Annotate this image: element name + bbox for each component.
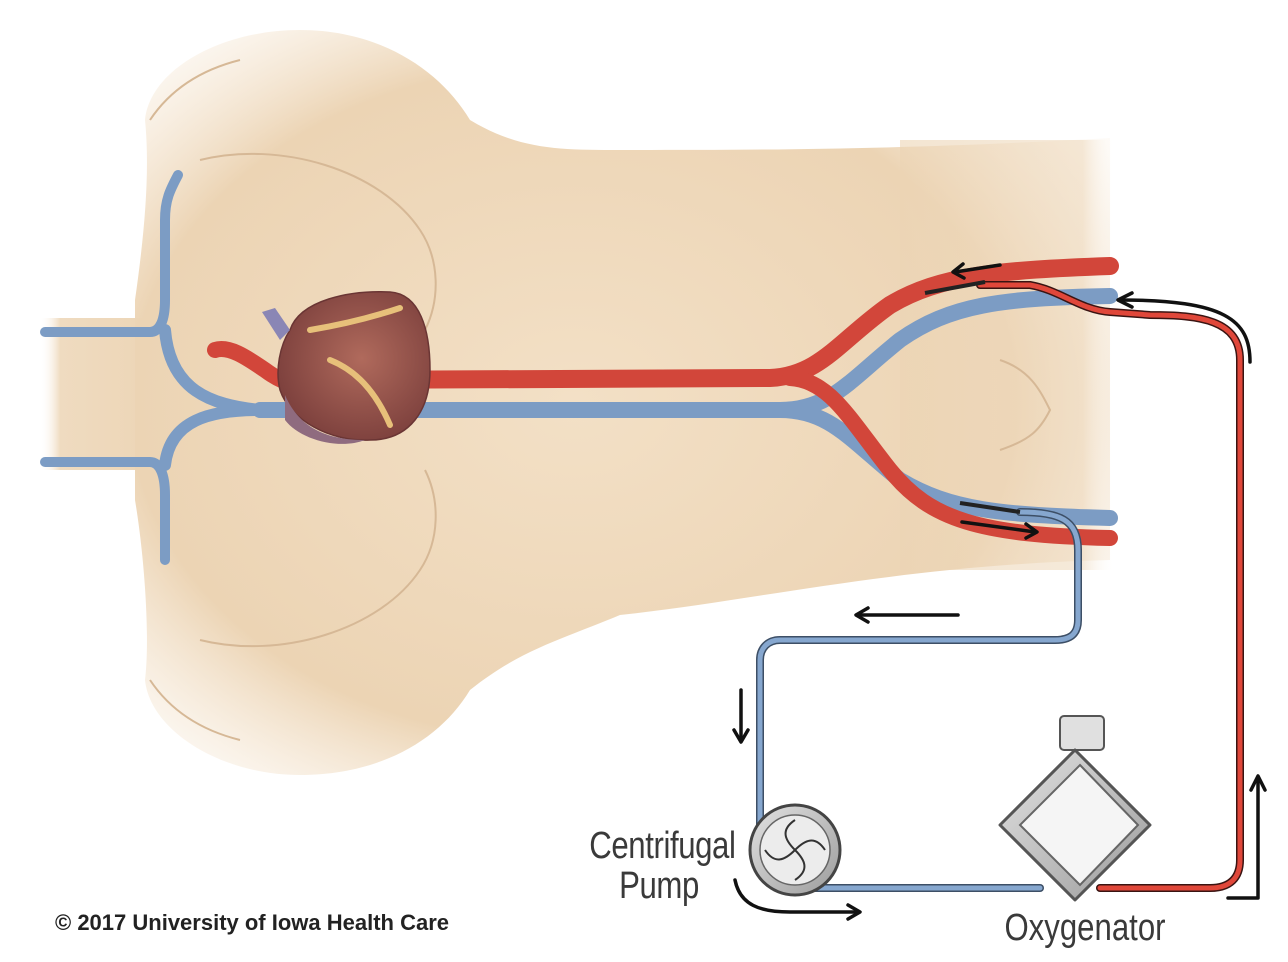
oxygenator-window — [1020, 765, 1138, 885]
centrifugal-pump-label: Centrifugal Pump — [589, 826, 728, 906]
flow-arrow-icon — [856, 608, 958, 622]
oxygenator-top-cap — [1060, 716, 1104, 750]
heart-body — [278, 292, 430, 440]
pump-label-line2: Pump — [589, 866, 728, 906]
copyright-notice: © 2017 University of Iowa Health Care — [55, 910, 449, 936]
pump-label-line1: Centrifugal — [589, 826, 728, 866]
oxygenator-label: Oxygenator — [1003, 908, 1167, 948]
oxygenator-icon — [1000, 716, 1150, 900]
flow-arrow-icon — [734, 690, 748, 742]
centrifugal-pump-icon — [750, 805, 840, 895]
